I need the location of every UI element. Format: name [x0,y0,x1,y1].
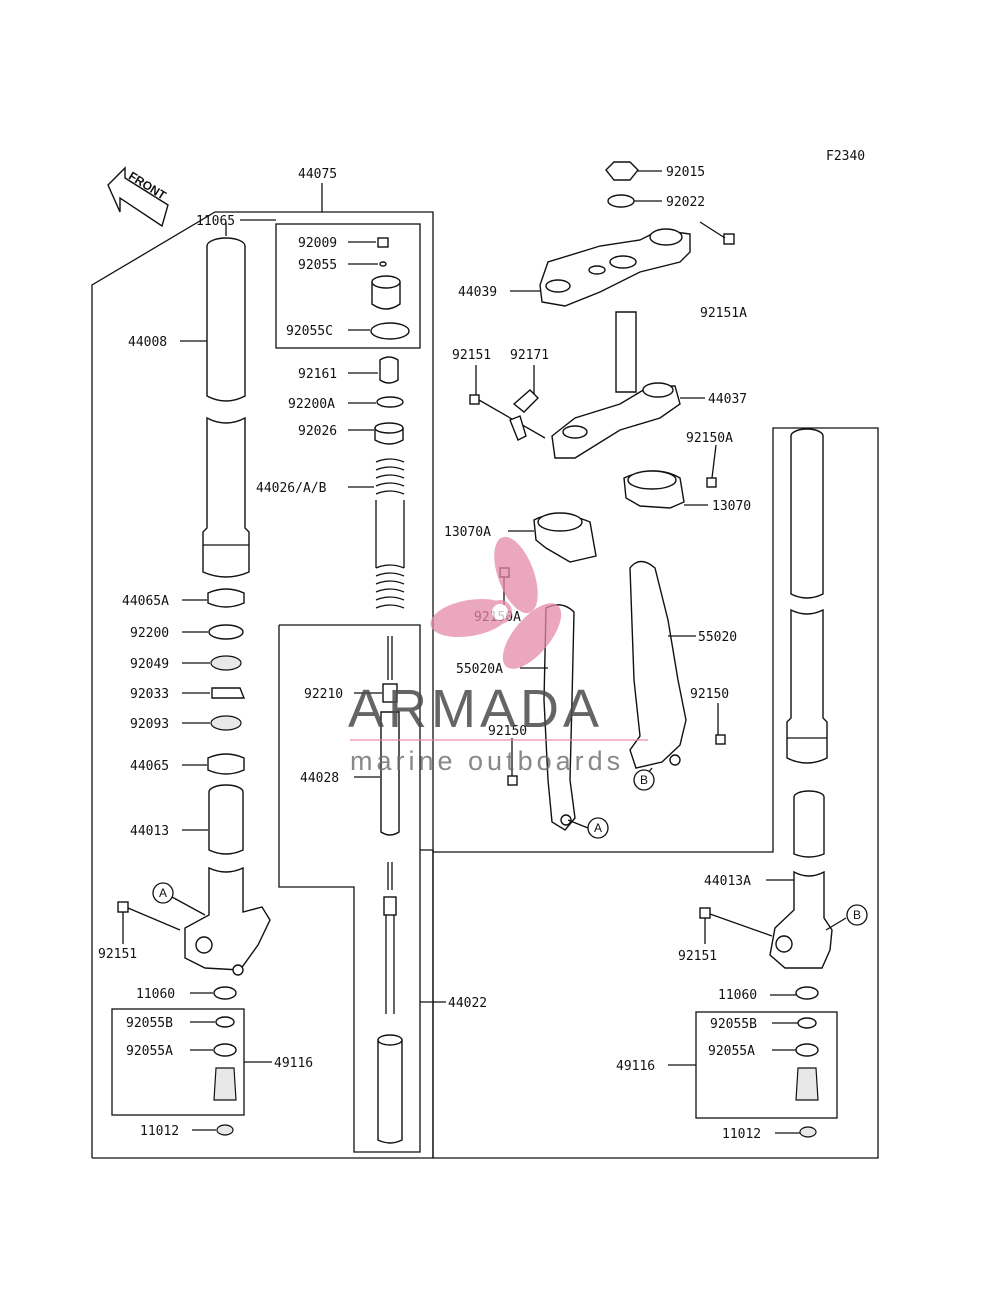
part-label: 11065 [196,214,235,229]
part-label: 44065A [122,594,169,609]
part-label: 92055A [708,1044,755,1059]
part-label: 92151 [452,348,491,363]
outer-tube-left [202,237,250,578]
damper-rod-box [278,624,421,1153]
axle-clamp-bolt-right [699,907,773,937]
part-label: 92150A [686,431,733,446]
damper-rod-parts [377,636,403,1144]
cable-guide-parts [469,389,546,441]
part-label: 92200A [288,397,335,412]
inner-tube-left [184,784,271,976]
part-label: 44026/A/B [256,481,327,496]
part-label: 92151 [678,949,717,964]
adjuster-parts-left [213,986,237,1136]
part-label: 44022 [448,996,487,1011]
watermark-subtitle: marine outboards [350,746,624,776]
part-label: 44013A [704,874,751,889]
part-label: 92049 [130,657,169,672]
part-label: 92026 [298,424,337,439]
fork-assembly-frame-right [432,427,879,1159]
part-label: 44065 [130,759,169,774]
svg-text:B: B [640,773,648,787]
part-label: 92171 [510,348,549,363]
part-label: 44075 [298,167,337,182]
part-label: 13070A [444,525,491,540]
fork-guard-clamps [499,470,717,578]
part-label: 92161 [298,367,337,382]
lower-triple-clamp [551,311,681,459]
part-label: 92055B [710,1017,757,1032]
part-label: 92055A [126,1044,173,1059]
part-label: 55020A [456,662,503,677]
outer-tube-right [786,428,828,764]
part-label: 44037 [708,392,747,407]
front-arrow-icon: FRONT [107,166,169,228]
callout-b-right: B [846,904,868,926]
watermark-logo-icon [430,536,562,669]
part-label: 11060 [136,987,175,1002]
adjuster-parts-right [795,986,819,1138]
part-label: 92055C [286,324,333,339]
part-label: 44013 [130,824,169,839]
part-label: 49116 [616,1059,655,1074]
fork-assembly-frame-left [91,211,434,1158]
svg-text:B: B [853,908,861,922]
svg-text:A: A [594,821,602,835]
cap-kit-box [275,223,421,349]
part-label: 92210 [304,687,343,702]
part-label: 92150 [488,724,527,739]
part-label: 92093 [130,717,169,732]
part-labels: 44075 11065 92009 92055 92055C 44008 921… [98,165,761,1142]
upper-triple-clamp [539,221,735,307]
part-label: 44008 [128,335,167,350]
fork-cap-parts [370,237,410,340]
part-label: 92055 [298,258,337,273]
callout-a-guard: A [587,817,609,839]
part-label: 92022 [666,195,705,210]
part-label: 49116 [274,1056,313,1071]
part-label: 11012 [722,1127,761,1142]
spring-stack-parts [374,356,405,609]
part-label: 92151 [98,947,137,962]
part-label: 92055B [126,1016,173,1031]
callout-b-guard: B [633,769,655,791]
svg-text:A: A [159,886,167,900]
inner-tube-right [769,790,833,969]
part-label: 92151A [700,306,747,321]
part-label: 13070 [712,499,751,514]
part-label: 44028 [300,771,339,786]
part-label: 92015 [666,165,705,180]
steering-stem-nut [605,161,639,208]
part-label: 11060 [718,988,757,1003]
fork-guard-right [629,560,726,769]
part-label: 11012 [140,1124,179,1139]
seal-stack-left [207,588,246,775]
axle-clamp-bolt-left [117,901,181,931]
part-label: 92033 [130,687,169,702]
part-label: 92009 [298,236,337,251]
part-label: 44039 [458,285,497,300]
callout-a-left: A [152,882,174,904]
watermark-title: ARMADA [348,679,603,739]
part-label: 55020 [698,630,737,645]
figure-code: F2340 [826,149,865,164]
part-label: 92200 [130,626,169,641]
part-label: 92150 [690,687,729,702]
